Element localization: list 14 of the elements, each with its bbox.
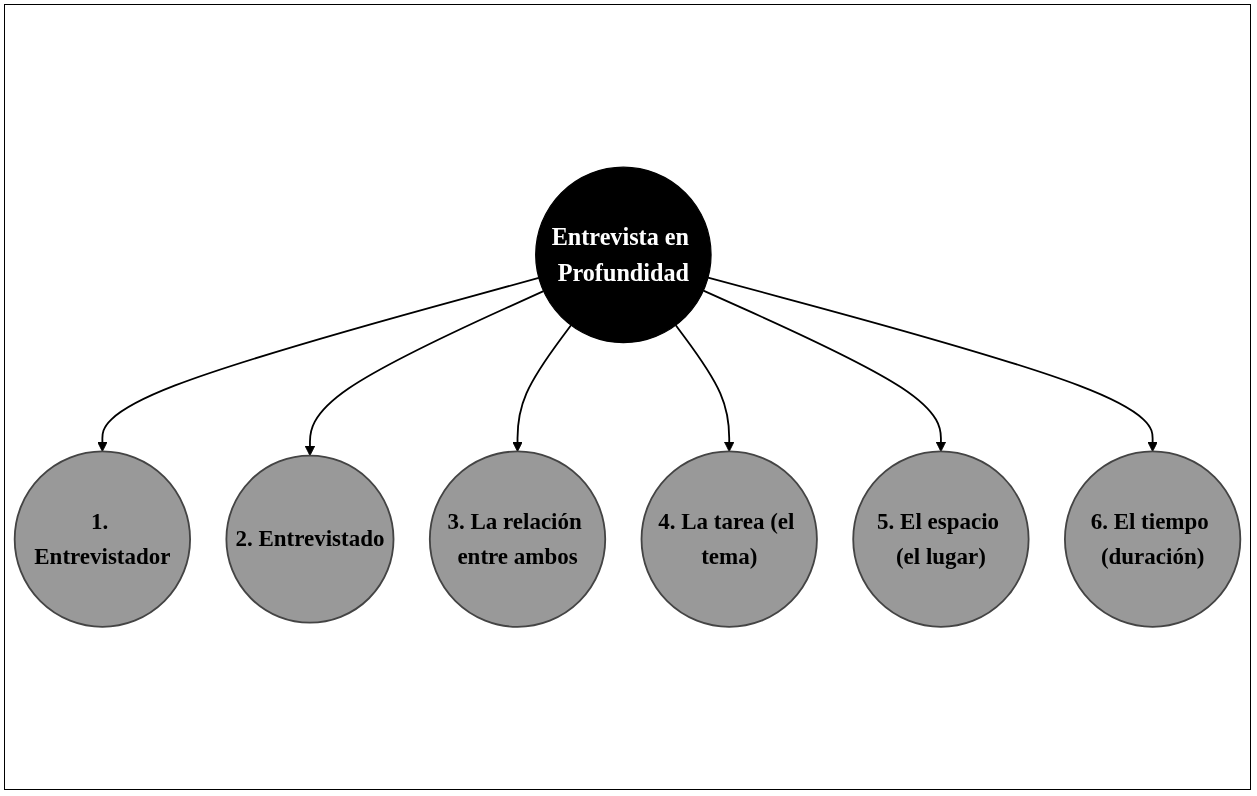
diagram-frame: Entrevista en Profundidad 1. Entrevistador 2. Entrevistado 3. La relación entre ambos 4. La tarea (el tema) 5. El espacio (el lugar) 6. El tiempo (duración)	[4, 4, 1251, 790]
node-circle	[852, 450, 1030, 628]
node-circle	[640, 450, 818, 628]
arrow	[674, 324, 735, 452]
node-circle	[535, 166, 712, 344]
node-circle	[1064, 450, 1242, 628]
node-circle	[13, 450, 191, 628]
node-circle	[225, 454, 395, 624]
arrow	[304, 290, 545, 457]
arrow	[702, 289, 947, 452]
node-circle	[428, 450, 607, 628]
arrow	[512, 324, 572, 452]
arrow	[97, 277, 540, 452]
arrow	[707, 276, 1158, 452]
